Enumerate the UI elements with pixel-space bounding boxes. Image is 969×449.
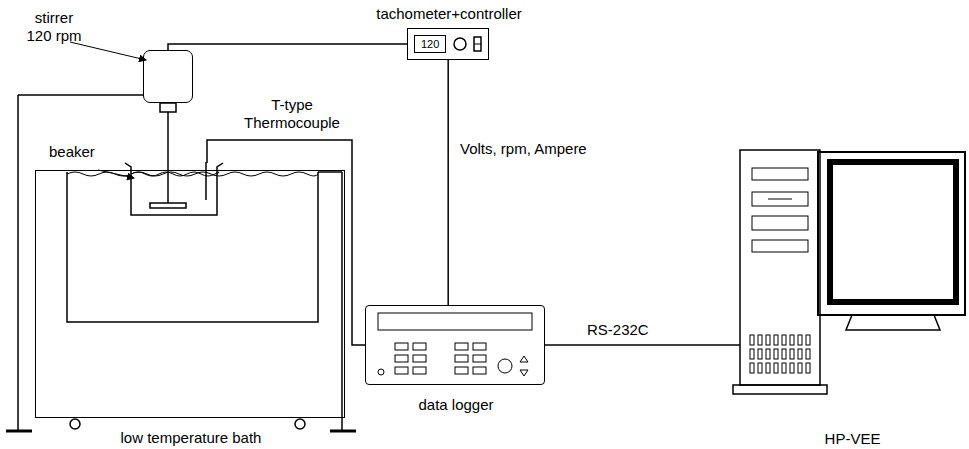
stirrer-label: stirrer 120 rpm — [23, 9, 85, 45]
low-temperature-bath: low temperature bathbeaker — [35, 170, 345, 418]
data-logger: data logger — [365, 305, 545, 385]
computer-label: HP-VEE — [825, 430, 881, 448]
stirrer-motor: stirrer 120 rpm — [143, 50, 193, 103]
tachometer-controller: tachometer+controller120 — [407, 28, 489, 60]
data-logger-label: data logger — [418, 396, 493, 414]
connector — [448, 60, 449, 305]
beaker: beaker — [129, 163, 219, 216]
connector — [168, 44, 407, 50]
edge-label: T-type Thermocouple — [240, 96, 344, 132]
bath-label: low temperature bath — [121, 429, 262, 447]
edge-label: RS-232C — [585, 321, 651, 339]
connector — [545, 345, 740, 346]
beaker-label: beaker — [49, 143, 95, 161]
tachometer-label: tachometer+controller — [376, 5, 522, 23]
computer: HP-VEE — [740, 140, 965, 395]
beaker-outline — [129, 163, 219, 216]
edge-label: Volts, rpm, Ampere — [458, 140, 589, 158]
rpm-display: 120 — [414, 35, 446, 53]
